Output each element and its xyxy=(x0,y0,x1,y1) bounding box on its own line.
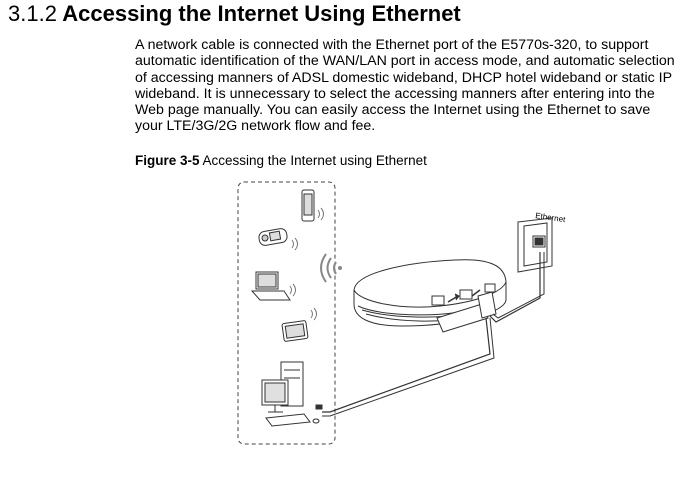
section-title: Accessing the Internet Using Ethernet xyxy=(62,1,461,26)
desktop-computer-icon xyxy=(261,361,323,427)
figure-caption: Figure 3-5 Accessing the Internet using … xyxy=(135,153,427,168)
paragraph-line: of accessing manners of ADSL domestic wi… xyxy=(135,69,673,86)
section-heading: 3.1.2 Accessing the Internet Using Ether… xyxy=(8,0,461,28)
router-to-wall-cable xyxy=(489,252,541,323)
paragraph-line: Web page manually. You can easily access… xyxy=(135,102,651,119)
paragraph-line: A network cable is connected with the Et… xyxy=(135,37,649,53)
mobile-router-icon xyxy=(353,259,507,333)
figure-caption-label: Figure 3-5 xyxy=(135,153,200,168)
laptop-icon xyxy=(250,271,296,301)
paragraph-line: wideband. It is unnecessary to select th… xyxy=(135,85,655,102)
figure-caption-text: Accessing the Internet using Ethernet xyxy=(199,153,427,168)
router-to-pc-cable xyxy=(322,317,491,413)
handheld-device-icon xyxy=(258,228,298,251)
client-devices-box xyxy=(237,181,336,445)
section-number: 3.1.2 xyxy=(8,1,57,26)
wall-port-label: Ethernet xyxy=(535,211,567,224)
wall-ethernet-socket-icon xyxy=(517,217,553,273)
tablet-icon xyxy=(281,307,317,342)
smartphone-icon xyxy=(301,189,324,222)
paragraph-line: automatic identification of the WAN/LAN … xyxy=(135,53,675,70)
body-paragraph: A network cable is connected with the Et… xyxy=(135,37,675,135)
paragraph-line: your LTE/3G/2G network flow and fee. xyxy=(135,118,376,135)
wifi-signal-icon xyxy=(320,253,342,283)
